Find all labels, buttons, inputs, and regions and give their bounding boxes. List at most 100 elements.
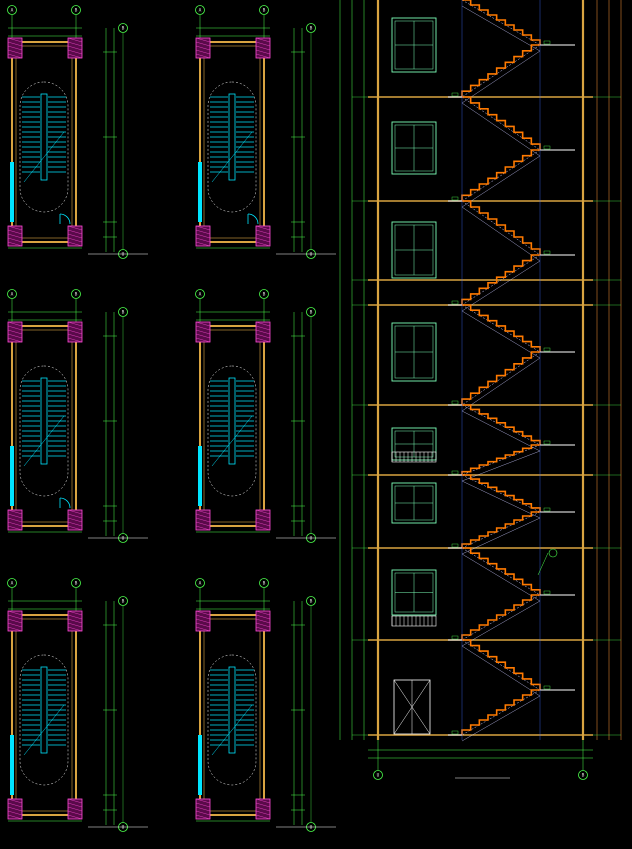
break-line <box>211 704 253 756</box>
grid-bubble-side-2-label: U <box>310 536 313 542</box>
stair-soffit <box>461 357 541 412</box>
hatch-line <box>67 814 83 820</box>
hatch-line <box>195 41 211 47</box>
hatch-line <box>195 325 211 331</box>
break-line <box>23 131 65 183</box>
hatch-line <box>7 513 23 519</box>
stair-stringer <box>461 96 541 151</box>
hatch-line <box>255 233 271 239</box>
stair-stringer <box>461 254 541 306</box>
stair-handrail <box>228 666 236 754</box>
hatch-line <box>7 509 23 515</box>
level-marker <box>543 145 551 150</box>
stair-stringer <box>461 0 541 46</box>
stair-stringer <box>461 511 541 549</box>
level-marker <box>451 196 459 201</box>
stair-stringer <box>461 404 541 446</box>
stair-flight-cut <box>461 149 540 201</box>
stair-outline <box>207 365 257 497</box>
level-marker <box>543 507 551 512</box>
grid-bubble-b-circle <box>71 289 81 299</box>
hatch-line <box>7 45 23 51</box>
hatch-line <box>255 45 271 51</box>
stair-flight-cut <box>461 254 540 305</box>
hatch-line <box>7 517 23 523</box>
grid-bubble-side-1-label: B <box>310 310 313 316</box>
hatch-line <box>7 614 23 620</box>
level-marker <box>451 543 459 548</box>
hatch-line <box>67 525 83 531</box>
stair-stringer <box>461 547 541 596</box>
hatch-line <box>255 517 271 523</box>
hatch-line <box>7 610 23 616</box>
inner-wall <box>15 329 73 523</box>
hatch-line <box>255 329 271 335</box>
stair-soffit <box>461 517 541 555</box>
level-marker <box>451 400 459 405</box>
stair-stringer <box>461 200 541 256</box>
level-marker <box>451 92 459 97</box>
stair-outline <box>207 81 257 213</box>
hatch-line <box>195 798 211 804</box>
hatch-line <box>67 810 83 816</box>
hatch-line <box>255 513 271 519</box>
hatch-line <box>7 798 23 804</box>
stair-soffit <box>461 553 541 602</box>
hatch-line <box>67 618 83 624</box>
hatch-line <box>7 53 23 59</box>
stair-soffit <box>461 260 541 312</box>
grid-bubble-b-label: B <box>75 8 78 14</box>
stair-soffit <box>461 50 541 104</box>
stair-soffit <box>461 695 541 742</box>
stair-flight-cut <box>461 444 540 475</box>
stair-wall <box>11 325 77 527</box>
grid-bubble-a-label: A <box>11 292 14 298</box>
stair-outline <box>207 654 257 786</box>
stair-stringer <box>461 594 541 641</box>
hatch-line <box>7 337 23 343</box>
level-marker <box>543 440 551 445</box>
hatch-line <box>67 241 83 247</box>
stair-stringer <box>461 44 541 98</box>
stair-handrail <box>228 377 236 465</box>
break-line <box>211 415 253 467</box>
section-window <box>391 427 437 461</box>
hatch-line <box>7 225 23 231</box>
level-marker <box>543 685 551 690</box>
grid-bubble-b-label: B <box>263 8 266 14</box>
hatch-line <box>67 329 83 335</box>
inner-wall <box>203 45 261 239</box>
hatch-line <box>255 626 271 632</box>
stair-flight-cut <box>461 689 540 735</box>
hatch-line <box>195 233 211 239</box>
grid-bubble-b-circle <box>71 5 81 15</box>
hatch-line <box>7 521 23 527</box>
hatch-line <box>67 37 83 43</box>
grid-bubble-side-1-circle <box>306 596 316 606</box>
stair-outline <box>19 81 69 213</box>
grid-bubble-a-label: A <box>11 581 14 587</box>
hatch-line <box>67 53 83 59</box>
stair-flight-cut <box>462 0 541 45</box>
hatch-line <box>7 626 23 632</box>
break-line <box>23 704 65 756</box>
stair-handrail <box>40 377 48 465</box>
hatch-line <box>255 49 271 55</box>
hatch-line <box>195 626 211 632</box>
level-marker <box>543 40 551 45</box>
section-grid-bubble-left-circle <box>373 770 383 780</box>
stair-wall <box>199 41 265 243</box>
hatch-line <box>67 45 83 51</box>
section-window <box>391 121 437 175</box>
stair-soffit <box>461 102 541 157</box>
hatch-line <box>7 802 23 808</box>
stair-soffit <box>461 206 541 262</box>
hatch-line <box>195 229 211 235</box>
hatch-line <box>67 626 83 632</box>
stair-flight-cut <box>461 594 540 640</box>
inner-wall <box>15 618 73 812</box>
grid-bubble-side-1-label: B <box>122 310 125 316</box>
stair-wall <box>11 41 77 243</box>
grid-bubble-b-label: B <box>75 292 78 298</box>
grid-bubble-a-label: A <box>199 581 202 587</box>
